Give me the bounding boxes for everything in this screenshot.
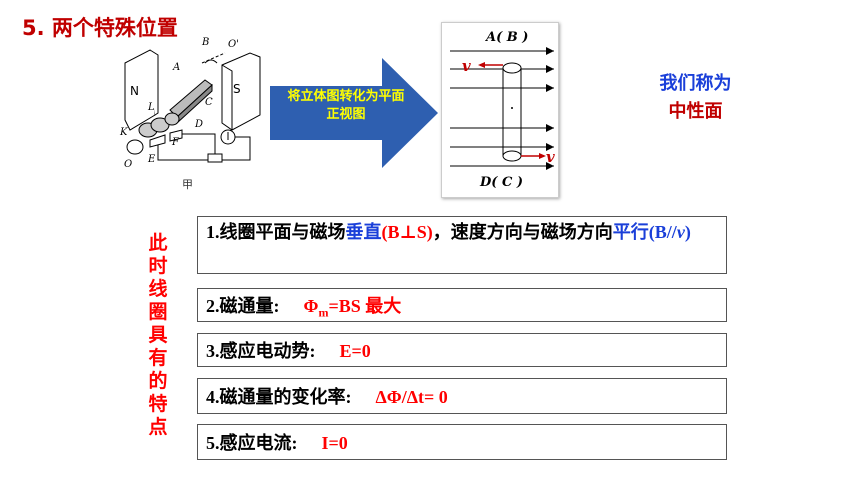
label-o-prime: O' — [228, 39, 239, 50]
page-title: 5. 两个特殊位置 — [22, 16, 178, 40]
front-view-diagram: A( B ) v v D( C ) — [450, 30, 555, 190]
feature-box-1: 1.线圈平面与磁场垂直(B⊥S)，速度方向与磁场方向平行(B//v) — [197, 216, 727, 274]
velocity-bottom-label: v — [546, 148, 555, 166]
feature-1-math2-end: ) — [684, 222, 691, 242]
feature-2-sub: m — [318, 305, 329, 320]
label-o: O — [124, 159, 132, 170]
generator-apparatus-diagram: B O' A N L C S K F D O E — [119, 37, 261, 170]
diagram-caption: 甲 — [182, 178, 193, 191]
feature-box-4: 4.磁通量的变化率: ΔΦ/Δt= 0 — [197, 378, 727, 414]
side-char: 线 — [148, 278, 168, 300]
feature-1-math1: (B⊥S) — [381, 222, 433, 242]
feature-3-value: E=0 — [339, 341, 371, 361]
label-s: S — [233, 82, 241, 96]
side-char: 特 — [148, 393, 168, 415]
label-l: L — [147, 102, 155, 113]
feature-1-math2-v: v — [676, 222, 685, 242]
side-char: 的 — [148, 370, 168, 392]
label-e: E — [147, 154, 156, 165]
feature-4-label: 4.磁通量的变化率: — [206, 387, 352, 407]
transform-arrow-icon — [270, 58, 438, 168]
feature-3-label: 3.感应电动势: — [206, 341, 316, 361]
side-char: 圈 — [148, 301, 168, 323]
velocity-top-label: v — [462, 57, 471, 75]
feature-box-5: 5.感应电流: I=0 — [197, 424, 727, 460]
label-a: A — [172, 62, 180, 73]
neutral-line2: 中性面 — [668, 101, 723, 122]
side-label: 此 时 线 圈 具 有 的 特 点 — [147, 232, 169, 439]
side-char: 时 — [148, 255, 168, 277]
front-view-bottom-label: D( C ) — [479, 175, 523, 190]
label-c: C — [205, 97, 213, 108]
label-k: K — [119, 127, 128, 138]
label-d: D — [194, 119, 203, 130]
side-char: 有 — [148, 347, 168, 369]
front-view-panel: A( B ) v v D( C ) — [441, 22, 559, 198]
side-char: 具 — [148, 324, 168, 346]
feature-5-value: I=0 — [321, 433, 348, 453]
feature-1-math2: (B// — [648, 222, 677, 242]
label-b: B — [201, 37, 209, 48]
label-f: F — [171, 137, 180, 148]
neutral-line1: 我们称为 — [659, 73, 732, 94]
feature-4-value: ΔΦ/Δt= 0 — [375, 387, 448, 407]
feature-1-emph2: 平行 — [612, 222, 649, 242]
feature-5-label: 5.感应电流: — [206, 433, 298, 453]
label-n: N — [130, 84, 139, 98]
side-char: 此 — [148, 232, 168, 254]
feature-2-rest: =BS 最大 — [328, 296, 402, 316]
feature-box-2: 2.磁通量: Φm=BS 最大 — [197, 288, 727, 322]
front-view-top-label: A( B ) — [484, 30, 528, 45]
feature-2-label: 2.磁通量: — [206, 296, 280, 316]
feature-1-prefix: 1.线圈平面与磁场 — [206, 222, 346, 242]
feature-1-emph1: 垂直 — [345, 222, 382, 242]
feature-box-3: 3.感应电动势: E=0 — [197, 333, 727, 367]
arrow-text: 将立体图转化为平面正视图 — [287, 89, 405, 122]
feature-1-mid: ，速度方向与磁场方向 — [432, 222, 613, 242]
feature-2-phi: Φ — [303, 296, 319, 316]
side-char: 点 — [148, 416, 168, 438]
neutral-plane-label: 我们称为 中性面 — [648, 70, 743, 126]
